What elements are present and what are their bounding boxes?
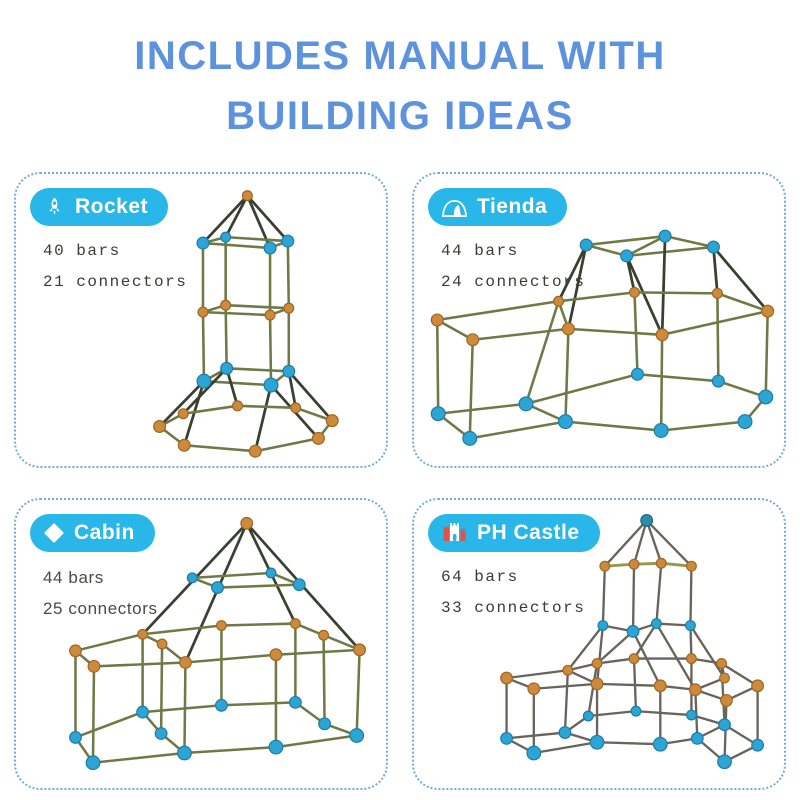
rocket-icon bbox=[49, 197, 60, 215]
connectors-count: 21 connectors bbox=[43, 273, 188, 291]
castle-icon bbox=[443, 523, 466, 541]
rocket-structure-figure bbox=[153, 190, 339, 458]
panel-rocket: Rocket 40 bars 21 connectors bbox=[14, 172, 388, 468]
panel-label: PH Castle bbox=[477, 521, 580, 544]
diamond-icon bbox=[44, 523, 64, 543]
bars-count: 44 bars bbox=[441, 242, 519, 260]
connectors-count: 33 connectors bbox=[441, 599, 586, 617]
label-pill-ph-castle: PH Castle bbox=[428, 514, 600, 552]
rocket-counts: 40 bars 21 connectors bbox=[43, 236, 187, 298]
label-pill-cabin: Cabin bbox=[30, 514, 155, 552]
bars-count: 44 bars bbox=[43, 568, 104, 587]
bars-count: 40 bars bbox=[43, 242, 121, 260]
label-pill-rocket: Rocket bbox=[30, 188, 169, 226]
ph-castle-counts: 64 bars 33 connectors bbox=[441, 562, 585, 624]
cabin-structure-figure bbox=[69, 516, 367, 771]
page-title: INCLUDES MANUAL WITH BUILDING IDEAS bbox=[0, 26, 800, 146]
label-pill-tienda: Tienda bbox=[428, 188, 568, 226]
cabin-counts: 44 bars 25 connectors bbox=[43, 562, 158, 624]
panel-cabin: Cabin 44 bars 25 connectors bbox=[14, 498, 388, 790]
panel-label: Rocket bbox=[75, 195, 149, 218]
title-line-1: INCLUDES MANUAL WITH bbox=[134, 34, 666, 78]
bars-count: 64 bars bbox=[441, 568, 519, 586]
tienda-structure-figure bbox=[430, 229, 775, 446]
tienda-counts: 44 bars 24 connectors bbox=[441, 236, 585, 298]
panel-tienda: Tienda 44 bars 24 connectors bbox=[412, 172, 786, 468]
connectors-count: 25 connectors bbox=[43, 599, 158, 618]
ph-castle-structure-figure bbox=[500, 514, 765, 770]
connectors-count: 24 connectors bbox=[441, 273, 586, 291]
panel-ph-castle: PH Castle 64 bars 33 connectors bbox=[412, 498, 786, 790]
title-line-2: BUILDING IDEAS bbox=[226, 94, 574, 138]
tent-icon bbox=[441, 199, 468, 217]
panel-label: Cabin bbox=[74, 521, 135, 544]
panel-label: Tienda bbox=[477, 195, 548, 218]
